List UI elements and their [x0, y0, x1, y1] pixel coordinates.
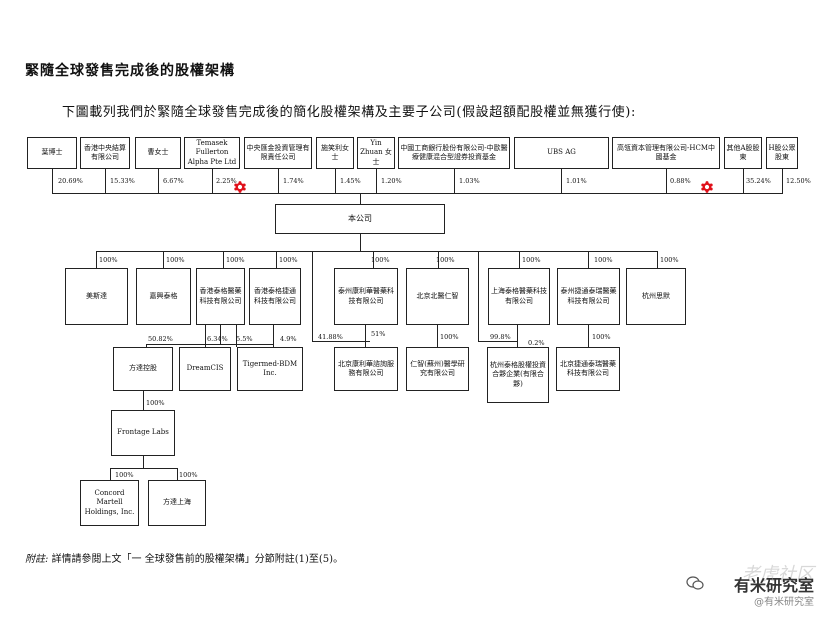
shareholding-pct: 1.45%: [340, 177, 361, 185]
intro-text: 下圖載列我們於緊隨全球發售完成後的簡化股權架構及主要子公司(假設超額配股權並無獲…: [62, 105, 636, 120]
ownership-pct: 100%: [436, 256, 455, 264]
level5-box: 方達上海: [148, 480, 206, 526]
red-flower-marker-icon: [234, 181, 246, 193]
ownership-pct: 5.5%: [236, 335, 253, 343]
shareholding-pct: 1.03%: [459, 177, 480, 185]
ownership-pct: 100%: [440, 333, 459, 341]
shareholding-pct: 1.74%: [283, 177, 304, 185]
footnote: 附註: 詳情請參閱上文「一 全球發售前的股權架構」分節附註(1)至(5)。: [25, 550, 343, 565]
ownership-pct: 51%: [371, 330, 386, 338]
shareholding-pct: 15.33%: [110, 177, 135, 185]
shareholding-pct: 1.01%: [566, 177, 587, 185]
footnote-lead: 附註:: [25, 554, 49, 565]
subsidiary-box: 杭州思默: [626, 268, 686, 325]
company-box: 本公司: [275, 204, 445, 234]
shareholder-box: 葉博士: [27, 137, 77, 169]
shareholding-pct: 12.50%: [786, 177, 811, 185]
shareholder-box: 香港中央結算有限公司: [80, 137, 130, 169]
ownership-pct: 100%: [592, 333, 611, 341]
shareholder-box: 其他A股股東: [724, 137, 762, 169]
page-title: 緊隨全球發售完成後的股權架構: [25, 63, 235, 79]
bj-kanglihua-box: 北京康利華諮詢服務有限公司: [334, 347, 398, 391]
wechat-icon: [686, 576, 704, 590]
watermark-tiger: 老虎社区: [742, 564, 814, 585]
shareholding-pct: 1.20%: [381, 177, 402, 185]
shareholder-box: 中國工商銀行股份有限公司-中歐醫療健康混合型證券投資基金: [398, 137, 510, 169]
shareholder-box: Temasek Fullerton Alpha Pte Ltd: [184, 137, 240, 169]
ownership-pct: 100%: [115, 471, 134, 479]
ownership-pct: 100%: [594, 256, 613, 264]
shareholder-box: 曹女士: [135, 137, 181, 169]
shareholder-box: 中央匯金投資管理有限責任公司: [244, 137, 312, 169]
subsidiary-box: 泰州康利華醫藥科技有限公司: [334, 268, 398, 325]
shareholding-pct: 20.69%: [58, 177, 83, 185]
ownership-pct: 100%: [660, 256, 679, 264]
subsidiary-box: 香港泰格捷通科技有限公司: [249, 268, 301, 325]
ownership-pct: 100%: [146, 399, 165, 407]
shareholder-box: H股公眾股東: [766, 137, 798, 169]
ownership-pct: 100%: [371, 256, 390, 264]
ownership-pct: 100%: [99, 256, 118, 264]
shareholder-box: 施笑利女士: [316, 137, 354, 169]
shareholding-pct: 2.25%: [216, 177, 237, 185]
subsidiary-box: 美斯達: [65, 268, 128, 325]
shareholder-box: Yin Zhuan 女士: [357, 137, 395, 169]
ownership-pct: 100%: [522, 256, 541, 264]
watermark-handle: @有米研究室: [754, 597, 814, 608]
shareholding-pct: 6.67%: [163, 177, 184, 185]
ownership-pct: 50.82%: [148, 335, 173, 343]
ownership-pct: 100%: [226, 256, 245, 264]
ownership-pct: 4.9%: [280, 335, 297, 343]
fangda-box: 方達控股: [113, 347, 173, 391]
tigermed-bdm-box: Tigermed-BDM Inc.: [237, 347, 303, 391]
ownership-pct: 100%: [166, 256, 185, 264]
ownership-pct: 100%: [179, 471, 198, 479]
renzhi-suzhou-box: 仁智(蘇州)醫學研究有限公司: [406, 347, 469, 391]
level5-box: Concord Martell Holdings, Inc.: [80, 480, 139, 526]
ownership-pct: 100%: [279, 256, 298, 264]
ownership-pct: 0.2%: [528, 339, 545, 347]
subsidiary-box: 北京北醫仁智: [406, 268, 469, 325]
watermark-youmi: 有米研究室: [733, 576, 814, 595]
ownership-pct: 99.8%: [490, 333, 511, 341]
shareholder-box: UBS AG: [514, 137, 609, 169]
shareholding-pct: 0.88%: [670, 177, 691, 185]
subsidiary-box: 泰州捷通泰瑞醫藥科技有限公司: [557, 268, 620, 325]
footnote-text: 詳情請參閱上文「一 全球發售前的股權架構」分節附註(1)至(5)。: [51, 554, 344, 565]
frontage-box: Frontage Labs: [111, 410, 175, 456]
ownership-pct: 6.34%: [207, 335, 228, 343]
subsidiary-box: 香港泰格醫藥科技有限公司: [196, 268, 245, 325]
subsidiary-box: 嘉興泰格: [136, 268, 191, 325]
dreamcis-box: DreamCIS: [179, 347, 231, 391]
shareholder-box: 高瓴資本管理有限公司-HCM中國基金: [612, 137, 720, 169]
red-flower-marker-icon: [701, 181, 713, 193]
ownership-pct: 41.88%: [318, 333, 343, 341]
subsidiary-box: 上海泰格醫藥科技有限公司: [488, 268, 550, 325]
hz-fund-box: 杭州泰格股權投資合夥企業(有限合夥): [487, 347, 549, 403]
bj-jietong-box: 北京捷通泰瑞醫藥科技有限公司: [556, 347, 620, 391]
shareholding-pct: 35.24%: [746, 177, 771, 185]
